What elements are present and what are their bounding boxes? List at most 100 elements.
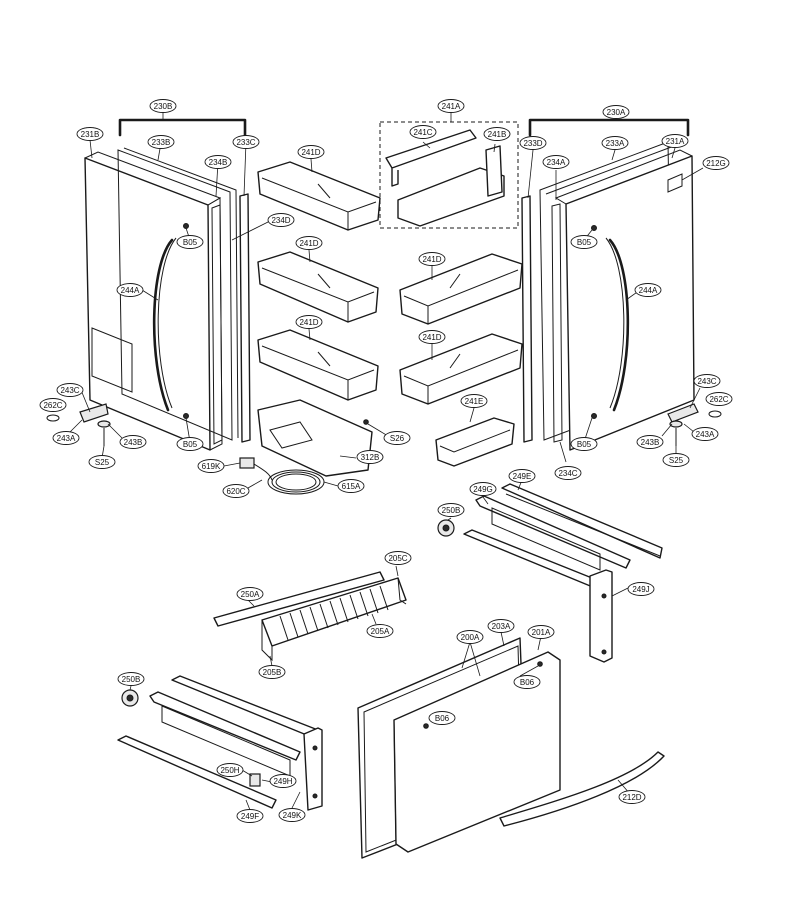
callout-label: 241C: [413, 128, 432, 137]
callout-bubble: [662, 453, 690, 467]
callout-b06-lower: B06: [428, 711, 456, 725]
callout-241a: 241A: [437, 99, 465, 113]
callout-234d: 234D: [267, 213, 295, 227]
callout-label: 620C: [226, 487, 245, 496]
crisper-basket: [213, 565, 407, 667]
callout-244a-right: 244A: [634, 283, 662, 297]
callout-bubble: [661, 134, 689, 148]
callout-label: 244A: [639, 286, 658, 295]
callout-label: 233C: [236, 138, 255, 147]
callout-bubble: [409, 125, 437, 139]
callout-bubble: [116, 283, 144, 297]
callout-bubble: [383, 431, 411, 445]
callout-b05-lb: B05: [176, 437, 204, 451]
callout-250b-upper: 250B: [437, 503, 465, 517]
callout-bubble: [147, 135, 175, 149]
callout-label: S25: [669, 456, 684, 465]
callout-bubble: [337, 479, 365, 493]
callout-bubble: [418, 330, 446, 344]
callout-label: 241D: [301, 148, 320, 157]
callout-label: B05: [183, 238, 198, 247]
callout-249g: 249G: [469, 482, 497, 496]
callout-label: 619K: [202, 462, 221, 471]
callout-label: 249G: [473, 485, 493, 494]
callout-label: 243C: [697, 377, 716, 386]
callout-bubble: [618, 790, 646, 804]
callout-b05-lt: B05: [176, 235, 204, 249]
callout-bubble: [216, 763, 244, 777]
freezer-drawer-door: [357, 631, 665, 859]
callout-bubble: [513, 675, 541, 689]
callout-250h: 250H: [216, 763, 244, 777]
callout-241d-1: 241D: [297, 145, 325, 159]
callout-bubble: [483, 127, 511, 141]
callout-bubble: [295, 315, 323, 329]
callout-label: 250B: [442, 506, 461, 515]
right-door-assembly: [521, 112, 722, 463]
callout-249j: 249J: [627, 582, 655, 596]
callout-label: 201A: [532, 628, 551, 637]
callout-label: 262C: [43, 401, 62, 410]
callout-243a-right: 243A: [691, 427, 719, 441]
callout-262c-right: 262C: [705, 392, 733, 406]
callout-203a: 203A: [487, 619, 515, 633]
callout-label: B06: [435, 714, 450, 723]
callout-label: 200A: [461, 633, 480, 642]
callout-label: 205C: [388, 554, 407, 563]
callout-241d-3: 241D: [295, 315, 323, 329]
callout-bubble: [267, 213, 295, 227]
callout-233d: 233D: [519, 136, 547, 150]
callout-label: B05: [577, 440, 592, 449]
callout-bubble: [636, 435, 664, 449]
callout-label: 205B: [263, 668, 282, 677]
callout-bubble: [204, 155, 232, 169]
callout-bubble: [197, 459, 225, 473]
callout-label: 243A: [57, 434, 76, 443]
callout-233a: 233A: [601, 136, 629, 150]
callout-bubble: [705, 392, 733, 406]
callout-s25-right: S25: [662, 453, 690, 467]
callout-label: 241A: [442, 102, 461, 111]
callout-label: 262C: [709, 395, 728, 404]
callout-label: S26: [390, 434, 405, 443]
callout-bubble: [428, 711, 456, 725]
callout-bubble: [236, 809, 264, 823]
callout-label: 250A: [241, 590, 260, 599]
callout-243a-left: 243A: [52, 431, 80, 445]
callout-212d: 212D: [618, 790, 646, 804]
lower-drawer-rails: [117, 675, 323, 811]
callout-bubble: [119, 435, 147, 449]
callout-205c: 205C: [384, 551, 412, 565]
callout-bubble: [460, 394, 488, 408]
callout-231b: 231B: [76, 127, 104, 141]
callout-label: 212G: [706, 159, 726, 168]
callout-bubble: [570, 235, 598, 249]
callout-620c: 620C: [222, 484, 250, 498]
callout-241b: 241B: [483, 127, 511, 141]
callout-233c: 233C: [232, 135, 260, 149]
callout-label: 234B: [209, 158, 228, 167]
callout-243b-right: 243B: [636, 435, 664, 449]
callout-bubble: [469, 482, 497, 496]
callout-205a: 205A: [366, 624, 394, 638]
callout-b06-upper: B06: [513, 675, 541, 689]
callout-bubble: [269, 774, 297, 788]
callout-label: 233D: [523, 139, 542, 148]
callout-label: 244A: [121, 286, 140, 295]
callout-label: 241E: [465, 397, 484, 406]
callout-bubble: [295, 236, 323, 250]
callout-234b: 234B: [204, 155, 232, 169]
callout-233b: 233B: [147, 135, 175, 149]
callout-label: 230A: [607, 108, 626, 117]
callout-bubble: [232, 135, 260, 149]
callout-label: 233B: [152, 138, 171, 147]
callout-s25-left: S25: [88, 455, 116, 469]
callout-234c: 234C: [554, 466, 582, 480]
callout-label: 205A: [371, 627, 390, 636]
callout-label: 203A: [492, 622, 511, 631]
callout-bubble: [117, 672, 145, 686]
callout-231a: 231A: [661, 134, 689, 148]
callout-b05-rb: B05: [570, 437, 598, 451]
